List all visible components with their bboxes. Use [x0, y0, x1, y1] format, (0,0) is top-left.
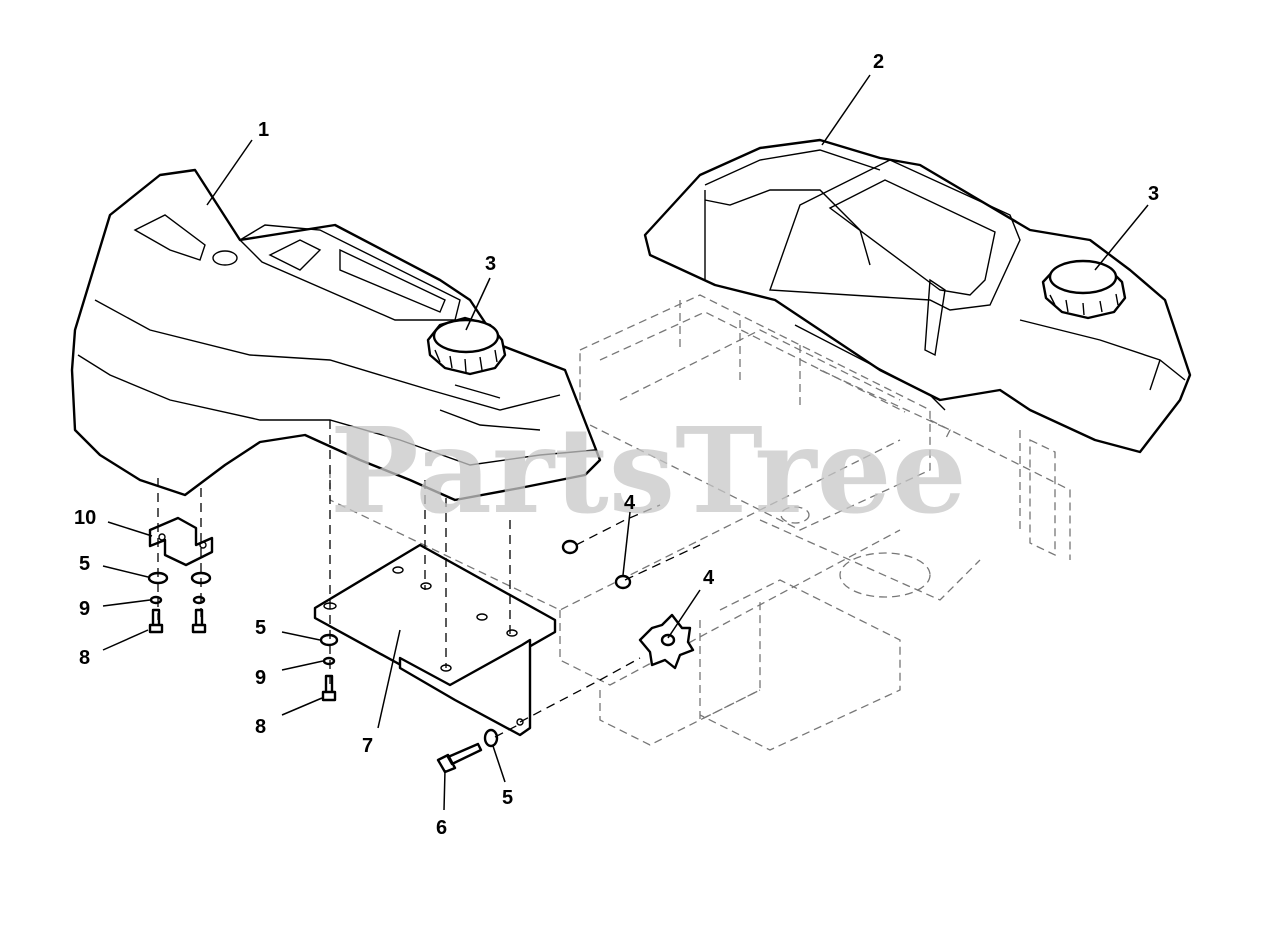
callout-6: 6	[436, 817, 447, 839]
callout-4-upper: 4	[624, 492, 636, 514]
callout-8-middle: 8	[255, 716, 266, 738]
callout-1: 1	[258, 119, 269, 141]
mounting-plate	[313, 543, 557, 737]
leader-lines	[102, 74, 1149, 811]
right-fender	[643, 138, 1192, 454]
hardware	[147, 539, 695, 774]
watermark: PartsTree	[330, 401, 967, 540]
fuel-cap-left	[426, 316, 507, 376]
assembly-lines	[157, 420, 701, 738]
callout-3-right: 3	[1148, 183, 1159, 205]
callout-labels: 1 2 3 3 4 4 5 5 5 6 7 8 8 9 9 10	[74, 51, 1159, 839]
callout-4-lower: 4	[703, 567, 715, 589]
fuel-cap-right	[1041, 259, 1127, 320]
callout-9-middle: 9	[255, 667, 266, 689]
callout-5-left: 5	[79, 553, 90, 575]
callout-9-left: 9	[79, 598, 90, 620]
bracket	[148, 516, 214, 567]
callout-8-left: 8	[79, 647, 90, 669]
callout-7: 7	[362, 735, 373, 757]
callout-10: 10	[74, 507, 96, 529]
callout-2: 2	[873, 51, 884, 73]
callout-5-bottom: 5	[502, 787, 513, 809]
chassis-frame	[329, 294, 1071, 751]
left-fender	[70, 168, 602, 502]
callout-5-middle: 5	[255, 617, 266, 639]
callout-3-left: 3	[485, 253, 496, 275]
